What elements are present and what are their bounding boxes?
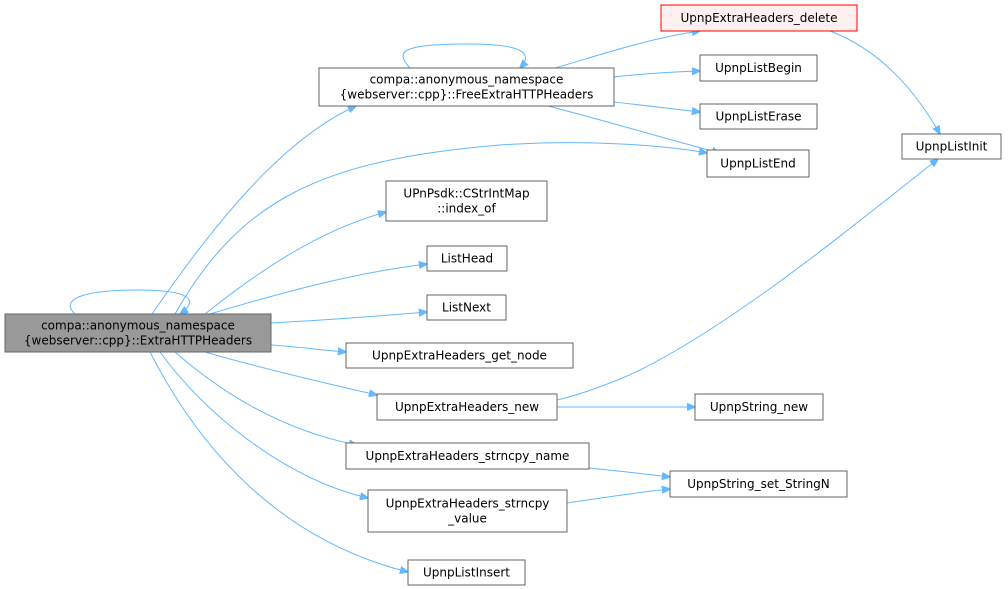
node-label-line: UpnpExtraHeaders_strncpy_name	[366, 449, 570, 463]
node-label-line: ListNext	[442, 301, 491, 315]
node-box	[407, 559, 526, 586]
edge-extra-to-strname	[174, 351, 357, 445]
node-box	[376, 393, 558, 421]
node-ehdelete[interactable]: UpnpExtraHeaders_delete	[660, 4, 858, 32]
node-strname[interactable]: UpnpExtraHeaders_strncpy_name	[345, 442, 590, 470]
node-label-line: _value	[447, 512, 487, 526]
node-label-line: UpnpListInsert	[423, 566, 510, 580]
edge-free-to-ehdelete	[554, 31, 700, 69]
edge-strvalue-to-strsetn	[566, 489, 670, 504]
edge-extra-to-indexof	[204, 212, 386, 315]
node-listerase[interactable]: UpnpListErase	[699, 103, 818, 130]
node-listinsert[interactable]: UpnpListInsert	[407, 559, 526, 586]
node-listnext[interactable]: ListNext	[426, 294, 507, 321]
edge-extra-to-extra	[69, 289, 191, 314]
node-listend[interactable]: UpnpListEnd	[706, 149, 810, 178]
edge-extra-to-listinsert	[149, 351, 408, 572]
node-label-line: UpnpListEnd	[720, 157, 795, 171]
node-box	[318, 67, 615, 107]
edge-free-to-free	[402, 43, 525, 68]
edge-extra-to-ehnew	[204, 351, 377, 395]
node-label-line: ::index_of	[437, 202, 496, 216]
node-box	[901, 133, 1002, 160]
node-box	[4, 313, 272, 353]
node-box	[694, 393, 824, 421]
node-label-line: {webserver::cpp}::ExtraHTTPHeaders	[24, 334, 252, 348]
node-label-line: {webserver::cpp}::FreeExtraHTTPHeaders	[340, 88, 594, 102]
node-listbegin[interactable]: UpnpListBegin	[699, 54, 818, 82]
node-free[interactable]: compa::anonymous_namespace{webserver::cp…	[318, 67, 615, 107]
node-getnode[interactable]: UpnpExtraHeaders_get_node	[345, 342, 574, 369]
node-box	[699, 54, 818, 82]
node-label-line: UPnPsdk::CStrIntMap	[403, 187, 529, 201]
edge-extra-to-strvalue	[159, 351, 368, 498]
node-box	[669, 470, 848, 498]
edge-extra-to-free	[151, 106, 356, 315]
edges-layer	[69, 30, 940, 572]
edge-ehnew-to-listinit	[556, 159, 938, 401]
edge-extra-to-getnode	[270, 344, 346, 352]
node-box	[367, 489, 568, 533]
edge-free-to-listbegin	[613, 71, 700, 78]
node-label-line: UpnpListInit	[916, 140, 988, 154]
node-label-line: compa::anonymous_namespace	[41, 319, 235, 333]
node-box	[426, 294, 507, 321]
node-label-line: UpnpExtraHeaders_delete	[680, 11, 837, 25]
node-strnew[interactable]: UpnpString_new	[694, 393, 824, 421]
node-box	[345, 342, 574, 369]
node-listhead[interactable]: ListHead	[426, 245, 508, 272]
node-box	[345, 442, 590, 470]
edge-free-to-listend	[547, 105, 720, 153]
node-label-line: UpnpExtraHeaders_new	[395, 400, 539, 414]
node-strsetn[interactable]: UpnpString_set_StringN	[669, 470, 848, 498]
edge-strname-to-strsetn	[588, 467, 670, 477]
edge-extra-to-listend	[174, 142, 707, 315]
edge-extra-to-listnext	[270, 312, 427, 324]
node-label-line: compa::anonymous_namespace	[370, 73, 564, 87]
node-box	[426, 245, 508, 272]
node-box	[699, 103, 818, 130]
node-label-line: UpnpListErase	[715, 110, 801, 124]
node-label-line: UpnpString_set_StringN	[687, 477, 830, 491]
node-label-line: ListHead	[441, 252, 493, 266]
node-box	[385, 180, 548, 222]
edge-extra-to-listhead	[209, 264, 427, 315]
node-label-line: UpnpListBegin	[715, 61, 802, 75]
node-strvalue[interactable]: UpnpExtraHeaders_strncpy_value	[367, 489, 568, 533]
node-listinit[interactable]: UpnpListInit	[901, 133, 1002, 160]
node-label-line: UpnpExtraHeaders_strncpy	[386, 497, 550, 511]
node-label-line: UpnpExtraHeaders_get_node	[372, 349, 547, 363]
edge-ehdelete-to-listinit	[829, 30, 940, 134]
node-box	[660, 4, 858, 32]
nodes-layer: compa::anonymous_namespace{webserver::cp…	[4, 4, 1002, 586]
node-ehnew[interactable]: UpnpExtraHeaders_new	[376, 393, 558, 421]
node-box	[706, 149, 810, 178]
node-label-line: UpnpString_new	[710, 400, 808, 414]
edge-free-to-listerase	[613, 101, 700, 112]
node-extra[interactable]: compa::anonymous_namespace{webserver::cp…	[4, 313, 272, 353]
node-indexof[interactable]: UPnPsdk::CStrIntMap::index_of	[385, 180, 548, 222]
